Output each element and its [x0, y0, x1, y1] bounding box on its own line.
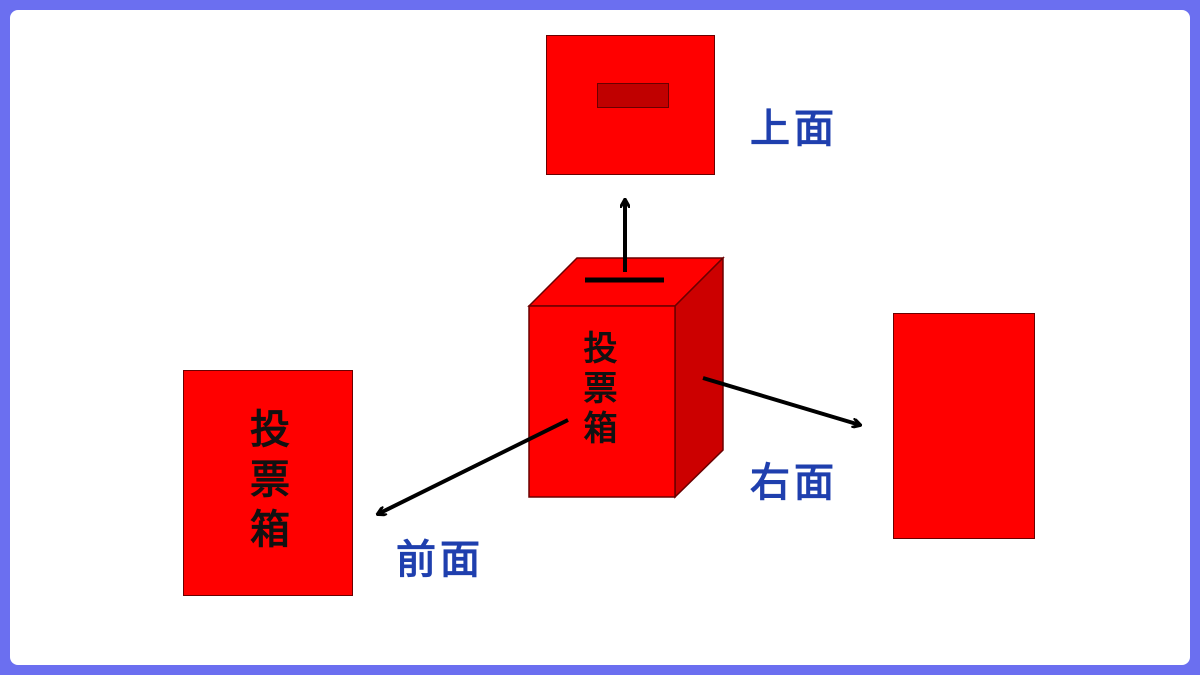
top-view-rect [546, 35, 715, 175]
label-front: 前面 [396, 537, 484, 583]
box-front-text: 投票箱 [577, 330, 617, 450]
label-top: 上面 [750, 106, 838, 152]
front-view-rect [183, 370, 353, 596]
right-view-rect [893, 313, 1035, 539]
arrow-right [702, 376, 860, 425]
top-view-slot [597, 83, 669, 108]
arrow-front [378, 418, 569, 514]
label-right: 右面 [750, 460, 838, 506]
front-view-text: 投票箱 [243, 408, 290, 558]
box-front-face [528, 305, 676, 498]
